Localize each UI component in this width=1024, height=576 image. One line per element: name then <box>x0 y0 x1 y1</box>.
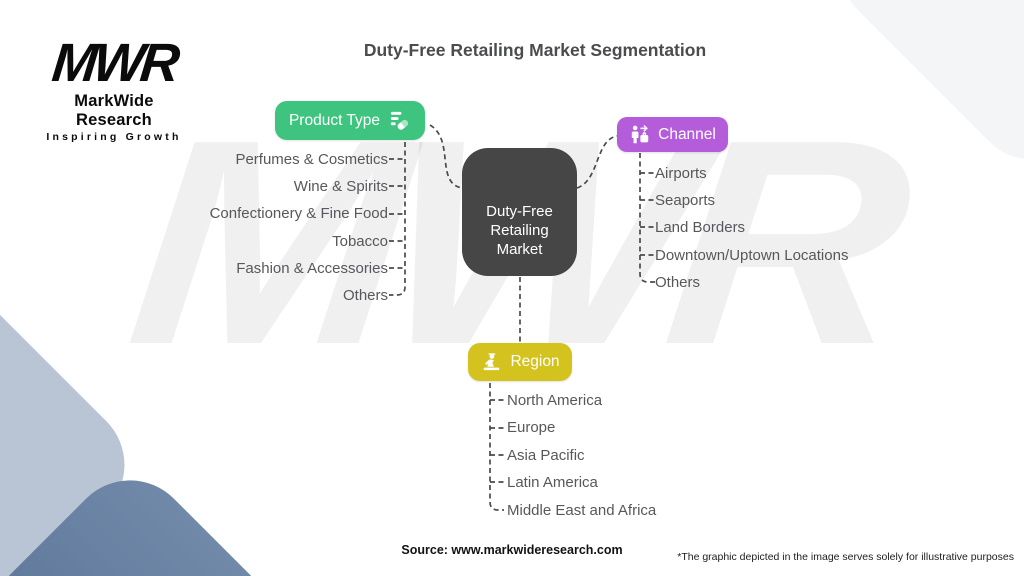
segment-item: Tobacco <box>332 232 388 250</box>
traveler-icon <box>631 125 649 144</box>
segment-item: Latin America <box>507 474 598 492</box>
branch-label-region: Region <box>510 353 560 370</box>
segment-item: Downtown/Uptown Locations <box>655 246 849 264</box>
markwide-logo: MWR MarkWide Research Inspiring Growth <box>34 33 194 143</box>
segment-item: Airports <box>655 165 707 182</box>
logo-tagline: Inspiring Growth <box>46 131 182 143</box>
segment-item: Land Borders <box>655 219 746 237</box>
branch-node-region: Region <box>468 343 572 381</box>
source-text: Source: www.markwideresearch.com <box>401 543 623 557</box>
segment-item: Others <box>655 273 701 291</box>
branch-node-product-type: Product Type <box>275 101 425 140</box>
segment-item: Others <box>342 286 388 304</box>
segment-item: Asia Pacific <box>507 446 585 464</box>
logo-name: MarkWide Research <box>74 92 154 129</box>
central-market-label: Duty-Free Retailing Market <box>486 203 553 258</box>
branch-label-channel: Channel <box>658 125 716 143</box>
segment-item: Wine & Spirits <box>293 178 388 196</box>
branch-node-channel: Channel <box>617 117 728 152</box>
segment-item: Perfumes & Cosmetics <box>235 151 388 168</box>
product-list-icon <box>390 111 409 130</box>
segment-item: Seaports <box>655 192 716 210</box>
segment-item: Middle East and Africa <box>507 501 657 519</box>
concierge-icon <box>484 353 500 371</box>
segment-item: Confectionery & Fine Food <box>209 205 388 223</box>
segment-item: Fashion & Accessories <box>236 259 388 277</box>
central-market-node: Duty-Free Retailing Market <box>462 148 577 276</box>
segment-item: North America <box>507 392 603 409</box>
branch-label-product-type: Product Type <box>288 111 381 129</box>
segment-item: Europe <box>507 419 556 437</box>
page-title: Duty-Free Retailing Market Segmentation <box>363 40 707 60</box>
disclaimer-text: *The graphic depicted in the image serve… <box>677 551 1014 563</box>
